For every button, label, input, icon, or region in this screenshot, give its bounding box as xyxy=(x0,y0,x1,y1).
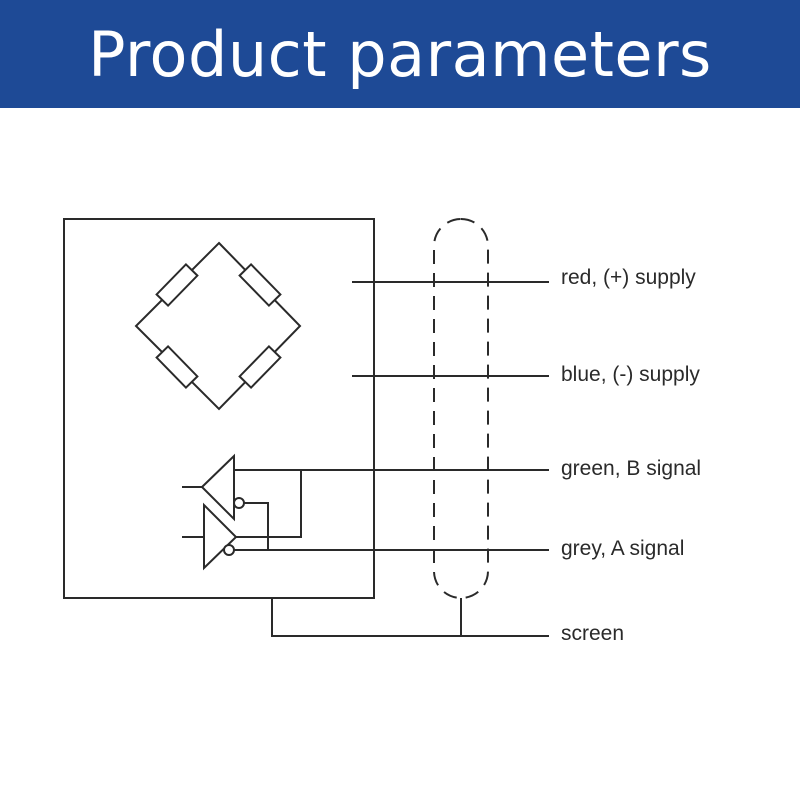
green-signal-loop xyxy=(236,470,302,538)
screen-wire xyxy=(271,598,549,637)
label-blue-supply: blue, (-) supply xyxy=(561,363,700,386)
header-banner: Product parameters xyxy=(0,0,800,108)
grey-signal-loop xyxy=(244,502,269,550)
sensor-housing xyxy=(63,218,375,599)
bridge-icon xyxy=(134,241,302,411)
label-red-supply: red, (+) supply xyxy=(561,266,696,289)
driver-b-icon xyxy=(182,453,245,522)
label-screen: screen xyxy=(561,622,624,645)
label-green-signal: green, B signal xyxy=(561,457,701,480)
driver-a-icon xyxy=(182,502,238,571)
cable-shield-icon xyxy=(433,218,489,599)
page-title: Product parameters xyxy=(88,17,712,91)
label-grey-signal: grey, A signal xyxy=(561,537,684,560)
wiring-diagram: red, (+) supply blue, (-) supply green, … xyxy=(63,218,701,645)
